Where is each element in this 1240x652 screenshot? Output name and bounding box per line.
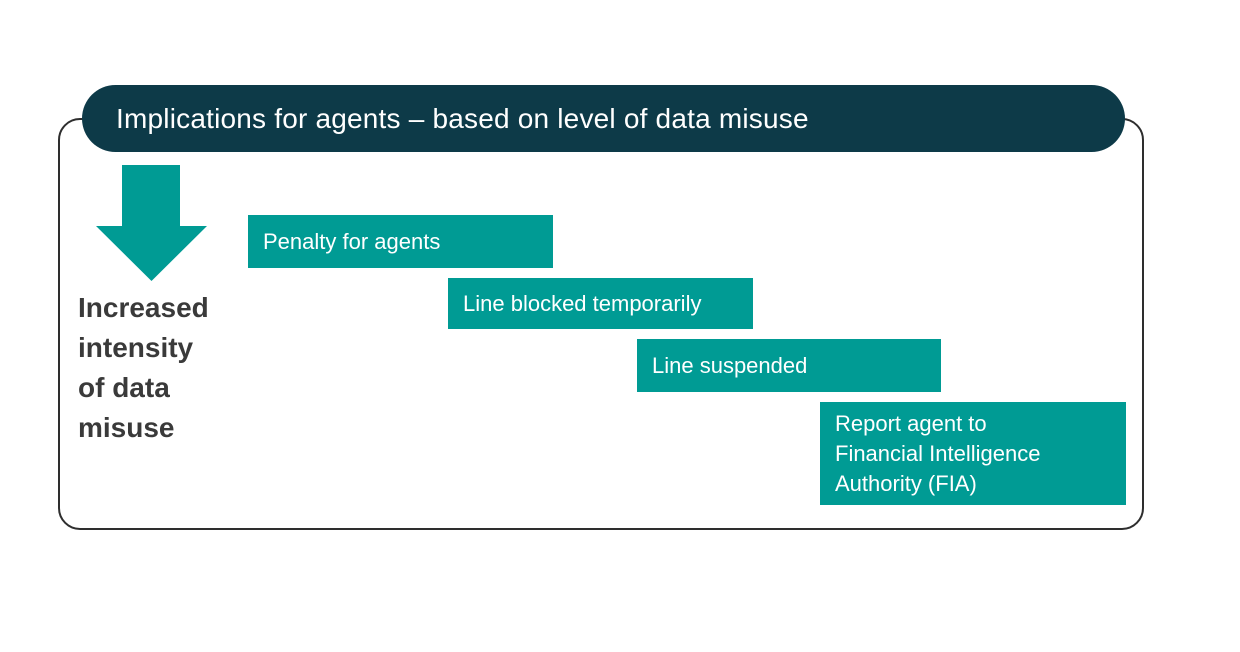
step-box-line-blocked: Line blocked temporarily	[448, 278, 753, 329]
down-arrow-shape	[96, 165, 207, 281]
step-box-report-agent: Report agent to Financial Intelligence A…	[820, 402, 1126, 505]
step-box-line-suspended: Line suspended	[637, 339, 941, 392]
step-label: Penalty for agents	[263, 228, 441, 254]
down-arrow-icon	[96, 165, 207, 281]
title-banner: Implications for agents – based on level…	[82, 85, 1125, 152]
page-title: Implications for agents – based on level…	[116, 102, 809, 134]
step-label: Line blocked temporarily	[463, 290, 702, 316]
intensity-axis-label: Increased intensity of data misuse	[78, 292, 209, 443]
step-box-penalty: Penalty for agents	[248, 215, 553, 268]
step-label: Line suspended	[652, 352, 808, 378]
step-label: Report agent to Financial Intelligence A…	[835, 410, 1041, 496]
